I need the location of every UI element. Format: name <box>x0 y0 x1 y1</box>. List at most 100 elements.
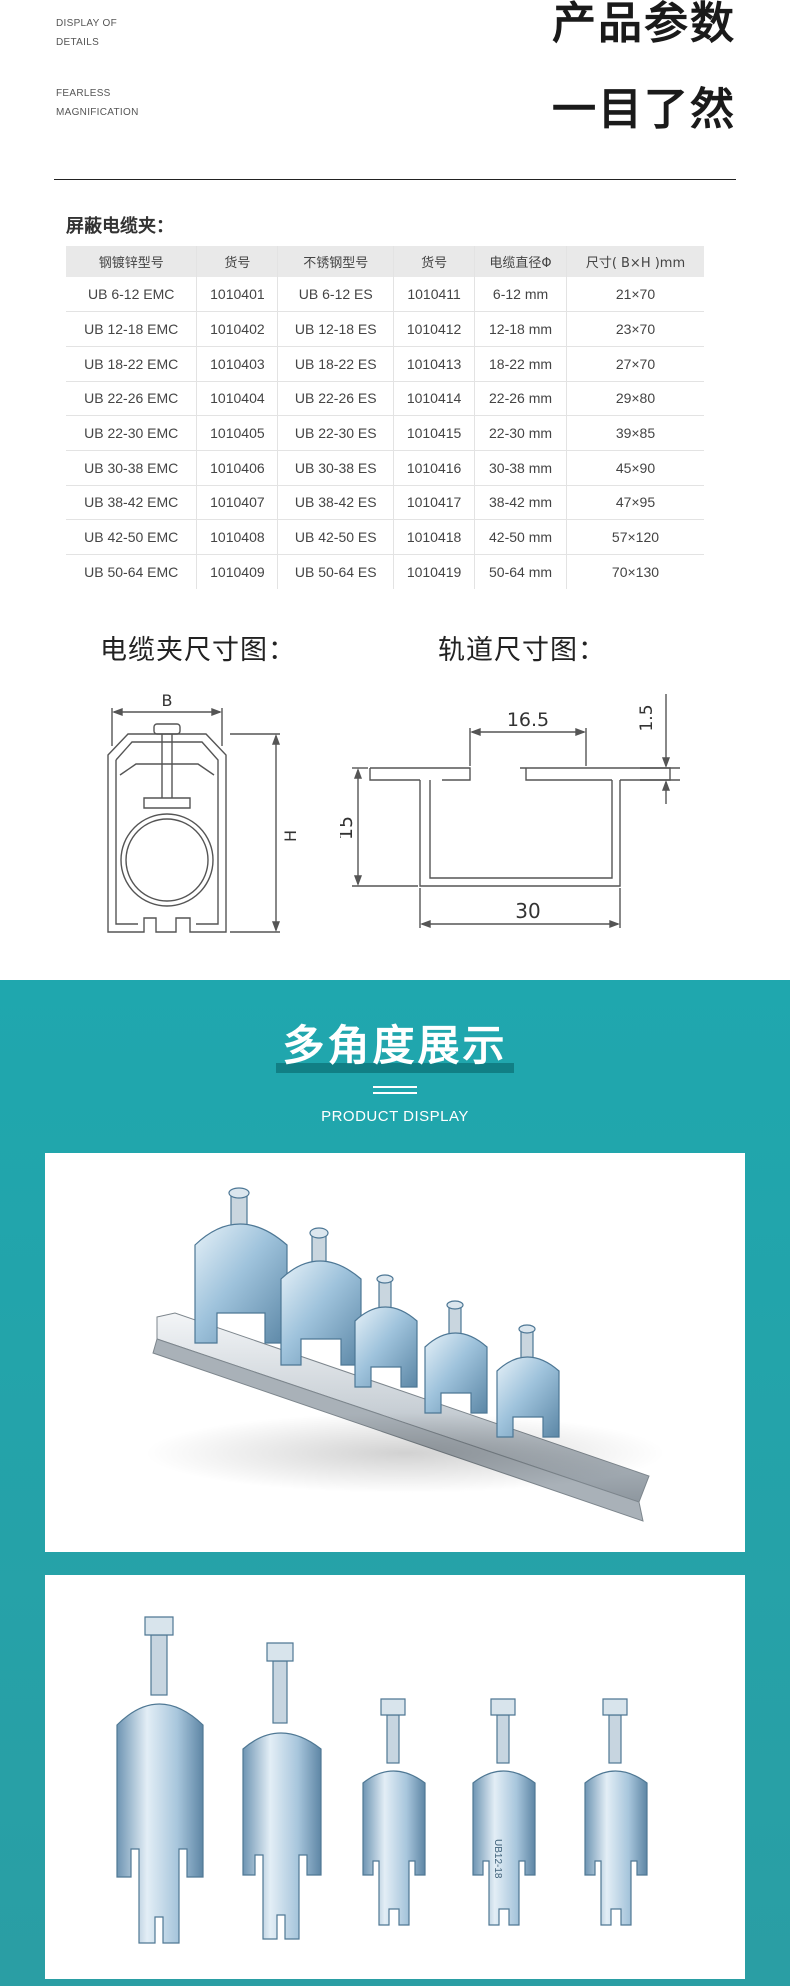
eng-caption-line: DISPLAY OF <box>56 18 117 29</box>
table-cell: 27×70 <box>566 346 704 382</box>
table-cell: 45×90 <box>566 450 704 486</box>
table-title: 屏蔽电缆夹： <box>66 216 174 237</box>
clamp-5 <box>496 1324 560 1438</box>
table-cell: UB 30-38 EMC <box>66 450 198 486</box>
table-cell: UB 38-42 ES <box>277 485 395 521</box>
title-text: 产品参数 <box>552 0 736 49</box>
double-line-divider <box>373 1092 417 1094</box>
table-cell: 50-64 mm <box>474 554 567 590</box>
standing-clamp-1 <box>116 1616 204 1944</box>
eng-caption-line: MAGNIFICATION <box>56 107 139 118</box>
clamp-dim-h: H <box>281 830 300 842</box>
clamp-4 <box>424 1300 488 1414</box>
table-cell: 1010409 <box>196 554 279 590</box>
table-cell: UB 18-22 ES <box>277 346 395 382</box>
table-cell: UB 22-30 EMC <box>66 415 198 451</box>
table-cell: 21×70 <box>566 277 704 313</box>
title-product-params: 产品参数 <box>548 0 736 52</box>
col-header: 钢镀锌型号 <box>66 246 198 277</box>
table-cell: 22-30 mm <box>474 415 567 451</box>
product-photo-rail <box>45 1153 745 1552</box>
table-cell: UB 42-50 EMC <box>66 519 198 555</box>
eng-caption-magnification: FEARLESS MAGNIFICATION <box>56 84 139 122</box>
table-cell: 42-50 mm <box>474 519 567 555</box>
table-cell: 18-22 mm <box>474 346 567 382</box>
table-cell: 38-42 mm <box>474 485 567 521</box>
standing-clamps-illustration: UB12-18 <box>116 1616 648 1944</box>
standing-clamp-3 <box>362 1698 426 1926</box>
product-photo-clamps: UB12-18 <box>45 1575 745 1979</box>
table-cell: UB 18-22 EMC <box>66 346 198 382</box>
table-cell: UB 38-42 EMC <box>66 485 198 521</box>
spec-table: 钢镀锌型号 货号 不锈钢型号 货号 电缆直径Φ 尺寸( B×H )mm UB 6… <box>66 246 704 590</box>
table-cell: UB 30-38 ES <box>277 450 395 486</box>
table-cell: UB 50-64 ES <box>277 554 395 590</box>
header-divider <box>54 179 736 180</box>
table-cell: 70×130 <box>611 564 660 581</box>
table-cell: UB 12-18 ES <box>277 311 395 347</box>
table-cell: 6-12 mm <box>474 277 567 313</box>
clamps-on-rail-illustration <box>145 1187 665 1522</box>
clamp-diagram-label: 电缆夹尺寸图： <box>100 635 296 666</box>
table-cell: 1010402 <box>196 311 279 347</box>
table-cell: UB 42-50 ES <box>277 519 395 555</box>
standing-clamp-5 <box>584 1698 648 1926</box>
table-cell: 1010411 <box>393 277 476 313</box>
clamp-3 <box>354 1274 418 1388</box>
table-cell: UB 50-64 EMC <box>66 554 198 590</box>
table-cell: 1010403 <box>196 346 279 382</box>
clamp-2 <box>280 1227 362 1366</box>
table-cell: UB 22-26 EMC <box>66 381 198 417</box>
standing-clamp-2 <box>242 1642 322 1940</box>
clamp-dim-b: B <box>162 691 173 710</box>
col-header: 尺寸( B×H )mm <box>566 246 704 277</box>
eng-caption-line: DETAILS <box>56 37 100 48</box>
rail-dim-thickness: 1.5 <box>637 704 657 731</box>
table-cell: UB 6-12 ES <box>277 277 395 313</box>
table-cell: 12-18 mm <box>474 311 567 347</box>
table-cell: 47×95 <box>566 485 704 521</box>
table-cell: 1010401 <box>196 277 279 313</box>
header-section: DISPLAY OF DETAILS FEARLESS MAGNIFICATIO… <box>0 0 790 190</box>
table-cell: 1010415 <box>393 415 476 451</box>
table-cell: 1010414 <box>393 381 476 417</box>
table-cell: UB 22-30 ES <box>277 415 395 451</box>
table-cell: UB 6-12 EMC <box>66 277 198 313</box>
table-cell: 29×80 <box>566 381 704 417</box>
clamp-stamp-text: UB12-18 <box>492 1839 503 1879</box>
table-cell: UB 12-18 EMC <box>66 311 198 347</box>
table-header-row: 钢镀锌型号 货号 不锈钢型号 货号 电缆直径Φ 尺寸( B×H )mm <box>66 246 704 277</box>
col-header: 不锈钢型号 <box>277 246 395 277</box>
eng-caption-details: DISPLAY OF DETAILS <box>56 14 117 52</box>
display-title-text: 多角度展示 <box>282 1021 508 1070</box>
table-cell: 1010417 <box>393 485 476 521</box>
rail-dim-width: 30 <box>515 899 540 923</box>
standing-clamp-4: UB12-18 <box>472 1698 536 1926</box>
display-title: 多角度展示 <box>276 1012 514 1073</box>
display-subtitle: PRODUCT DISPLAY <box>321 1108 469 1125</box>
table-cell: 1010405 <box>196 415 279 451</box>
table-cell: 1010407 <box>196 485 279 521</box>
table-cell: 57×120 <box>566 519 704 555</box>
table-cell: 30-38 mm <box>474 450 567 486</box>
display-title-underline <box>276 1063 514 1073</box>
rail-diagram-label: 轨道尺寸图： <box>438 635 606 666</box>
col-header: 电缆直径Φ <box>474 246 567 277</box>
rail-dim-gap: 16.5 <box>507 709 549 731</box>
table-cell: 1010406 <box>196 450 279 486</box>
table-cell: 22-26 mm <box>474 381 567 417</box>
table-cell: 39×85 <box>566 415 704 451</box>
table-cell: 1010418 <box>393 519 476 555</box>
display-title-wrap: 多角度展示 <box>0 1012 790 1073</box>
table-cell: 1010404 <box>196 381 279 417</box>
